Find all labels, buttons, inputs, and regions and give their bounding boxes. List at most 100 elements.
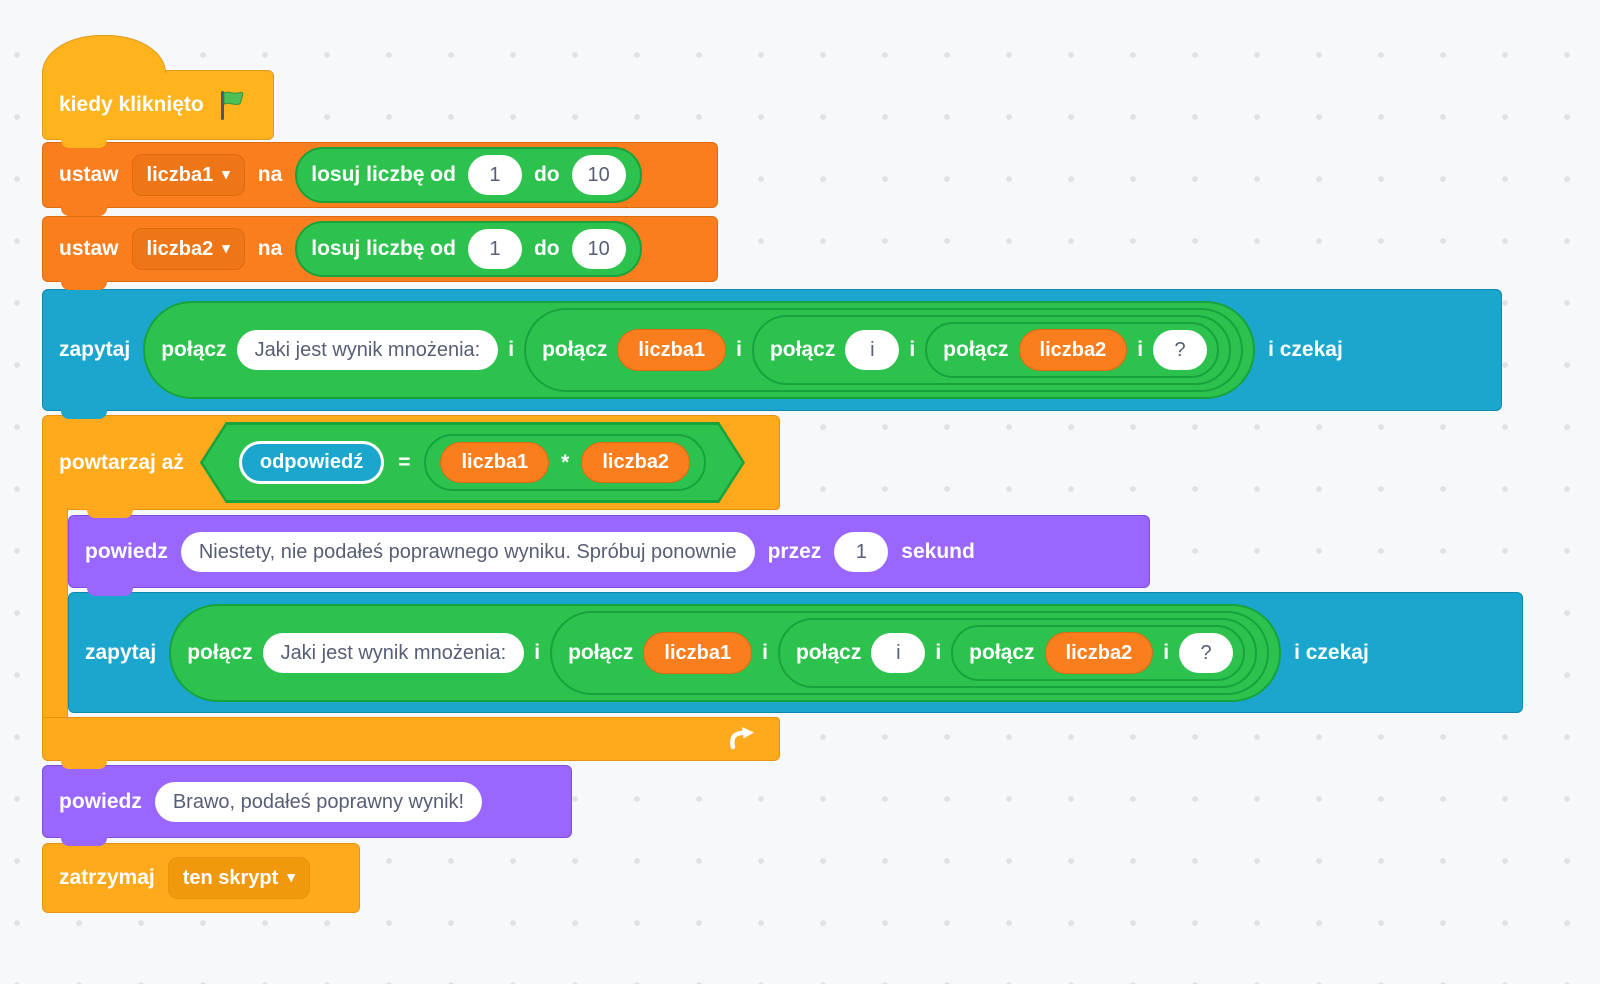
block-tab	[61, 206, 107, 216]
repeat-until-block-top[interactable]: powtarzaj aż odpowiedź = liczba1 * liczb…	[42, 415, 780, 518]
block-label: zapytaj	[85, 640, 157, 664]
block-tab	[61, 836, 107, 846]
block-label: połącz	[769, 338, 836, 362]
ask-and-wait-block[interactable]: zapytaj połącz Jaki jest wynik mnożenia:…	[68, 592, 1523, 713]
block-label: na	[257, 163, 283, 187]
block-label: sekund	[901, 539, 975, 563]
repeat-until-block-bottom[interactable]	[42, 717, 780, 769]
dropdown-value: liczba2	[146, 238, 214, 260]
variable-dropdown[interactable]: liczba1 ▾	[131, 154, 245, 196]
join-block[interactable]: połącz Jaki jest wynik mnożenia: i połąc…	[143, 301, 1256, 399]
block-tab	[61, 759, 107, 769]
block-tab	[61, 280, 107, 290]
block-label: powtarzaj aż	[59, 450, 184, 474]
say-block[interactable]: powiedz Brawo, podałeś poprawny wynik!	[42, 765, 572, 846]
text-input[interactable]: i	[845, 330, 900, 370]
set-variable-block[interactable]: ustaw liczba2 ▾ na losuj liczbę od 1 do …	[42, 216, 718, 290]
ask-and-wait-block[interactable]: zapytaj połącz Jaki jest wynik mnożenia:…	[42, 289, 1502, 419]
pick-random-block[interactable]: losuj liczbę od 1 do 10	[295, 147, 642, 203]
block-label: połącz	[187, 640, 253, 664]
join-block[interactable]: połącz i i połącz liczba2 i ?	[777, 617, 1258, 688]
stop-block[interactable]: zatrzymaj ten skrypt ▾	[42, 843, 360, 913]
block-label: na	[257, 237, 283, 261]
block-label: i czekaj	[1268, 338, 1343, 362]
block-label: losuj liczbę od	[311, 237, 456, 261]
variable-reporter[interactable]: liczba1	[617, 329, 727, 371]
block-tab	[61, 138, 107, 148]
block-label: i	[762, 640, 768, 664]
set-variable-block[interactable]: ustaw liczba1 ▾ na losuj liczbę od 1 do …	[42, 142, 718, 216]
equals-operator-block[interactable]: odpowiedź = liczba1 * liczba2	[200, 422, 745, 503]
repeat-until-block-arm[interactable]	[42, 508, 68, 719]
block-label: połącz	[969, 640, 1035, 664]
block-label: kiedy kliknięto	[59, 93, 204, 117]
block-label: i	[909, 338, 916, 362]
operator-symbol: =	[398, 450, 411, 474]
chevron-down-icon: ▾	[222, 166, 230, 183]
answer-reporter[interactable]: odpowiedź	[239, 441, 384, 484]
block-label: i	[736, 338, 742, 362]
block-label: i	[1137, 338, 1144, 362]
block-tab	[87, 586, 133, 596]
variable-reporter[interactable]: liczba1	[440, 442, 549, 483]
block-label: i	[534, 640, 541, 664]
text-input[interactable]: Niestety, nie podałeś poprawnego wyniku.…	[180, 531, 755, 572]
text-input[interactable]: Brawo, podałeś poprawny wynik!	[154, 781, 483, 822]
variable-reporter[interactable]: liczba2	[1044, 631, 1154, 674]
loop-arrow-icon	[730, 727, 754, 750]
block-label: powiedz	[59, 789, 142, 813]
block-label: losuj liczbę od	[311, 163, 456, 187]
variable-reporter[interactable]: liczba2	[581, 442, 690, 483]
block-label: ustaw	[59, 237, 119, 261]
chevron-down-icon: ▾	[287, 869, 295, 886]
block-label: połącz	[943, 338, 1009, 362]
block-label: połącz	[161, 338, 227, 362]
multiply-operator-block[interactable]: liczba1 * liczba2	[424, 434, 706, 491]
block-label: połącz	[795, 640, 862, 664]
block-label: zatrzymaj	[59, 866, 155, 890]
join-block[interactable]: połącz liczba2 i ?	[925, 322, 1220, 378]
block-label: przez	[767, 539, 822, 563]
block-tab	[61, 409, 107, 419]
join-block[interactable]: połącz liczba1 i połącz i i połącz liczb…	[550, 610, 1270, 695]
block-label: do	[533, 237, 560, 261]
join-block[interactable]: połącz Jaki jest wynik mnożenia: i połąc…	[169, 603, 1282, 702]
block-label: zapytaj	[59, 338, 131, 362]
variable-dropdown[interactable]: liczba2 ▾	[131, 228, 245, 270]
block-tab	[87, 508, 133, 518]
join-block[interactable]: połącz liczba1 i połącz i i połącz liczb…	[524, 308, 1244, 392]
variable-reporter[interactable]: liczba2	[1018, 329, 1128, 371]
block-label: i	[935, 640, 942, 664]
number-input[interactable]: 1	[467, 229, 522, 269]
operator-symbol: *	[561, 450, 570, 474]
text-input[interactable]: i	[871, 632, 926, 673]
number-input[interactable]: 1	[467, 155, 522, 195]
block-label: połącz	[568, 640, 634, 664]
join-block[interactable]: połącz i i połącz liczba2 i ?	[751, 315, 1232, 385]
text-input[interactable]: Jaki jest wynik mnożenia:	[262, 632, 525, 673]
dropdown-value: ten skrypt	[182, 867, 279, 889]
join-block[interactable]: połącz liczba2 i ?	[951, 624, 1246, 681]
text-input[interactable]: Jaki jest wynik mnożenia:	[236, 330, 499, 370]
number-input[interactable]: 1	[834, 531, 889, 572]
say-for-seconds-block[interactable]: powiedz Niestety, nie podałeś poprawnego…	[68, 515, 1150, 596]
block-label: powiedz	[85, 539, 168, 563]
hat-dome	[42, 35, 166, 73]
number-input[interactable]: 10	[571, 155, 626, 195]
block-label: połącz	[542, 338, 608, 362]
number-input[interactable]: 10	[571, 229, 626, 269]
block-label: i	[1163, 640, 1170, 664]
text-input[interactable]: ?	[1179, 632, 1234, 673]
dropdown-value: liczba1	[146, 164, 214, 186]
block-label: do	[533, 163, 560, 187]
block-label: ustaw	[59, 163, 119, 187]
block-label: i czekaj	[1294, 640, 1369, 664]
variable-reporter[interactable]: liczba1	[643, 631, 753, 674]
stop-option-dropdown[interactable]: ten skrypt ▾	[167, 857, 310, 899]
pick-random-block[interactable]: losuj liczbę od 1 do 10	[295, 221, 642, 277]
when-flag-clicked-block[interactable]: kiedy kliknięto	[42, 35, 274, 148]
green-flag-icon	[220, 90, 244, 120]
block-label: i	[508, 338, 515, 362]
text-input[interactable]: ?	[1153, 330, 1208, 370]
